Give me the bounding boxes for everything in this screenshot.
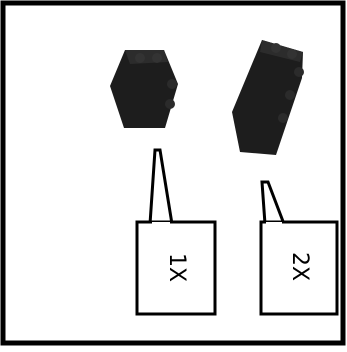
callout-2x — [259, 180, 339, 316]
brick-2x2-icon — [110, 50, 178, 128]
callout-1x-label: 1X — [164, 253, 189, 283]
brick-2x4-icon — [232, 40, 304, 155]
callout-2x-label: 2X — [287, 252, 312, 282]
callout-1x — [135, 148, 217, 316]
